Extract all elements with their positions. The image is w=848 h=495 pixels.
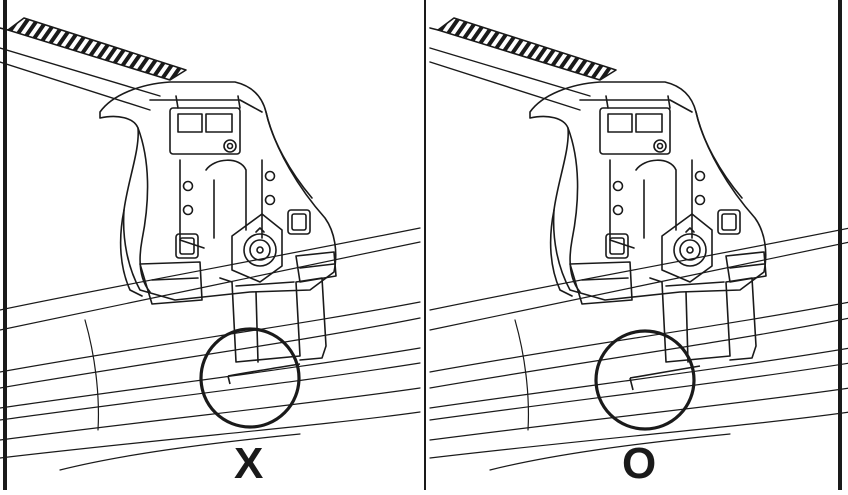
panel-right-diagram — [429, 17, 848, 471]
right-border — [838, 0, 842, 490]
incorrect-marker-label: X — [234, 439, 264, 488]
highlight-circle — [199, 327, 301, 429]
panel-divider — [424, 0, 426, 490]
panel-left-diagram — [0, 17, 421, 471]
left-border — [3, 0, 7, 490]
highlight-circle — [594, 329, 696, 431]
correct-marker-label: O — [622, 439, 657, 488]
